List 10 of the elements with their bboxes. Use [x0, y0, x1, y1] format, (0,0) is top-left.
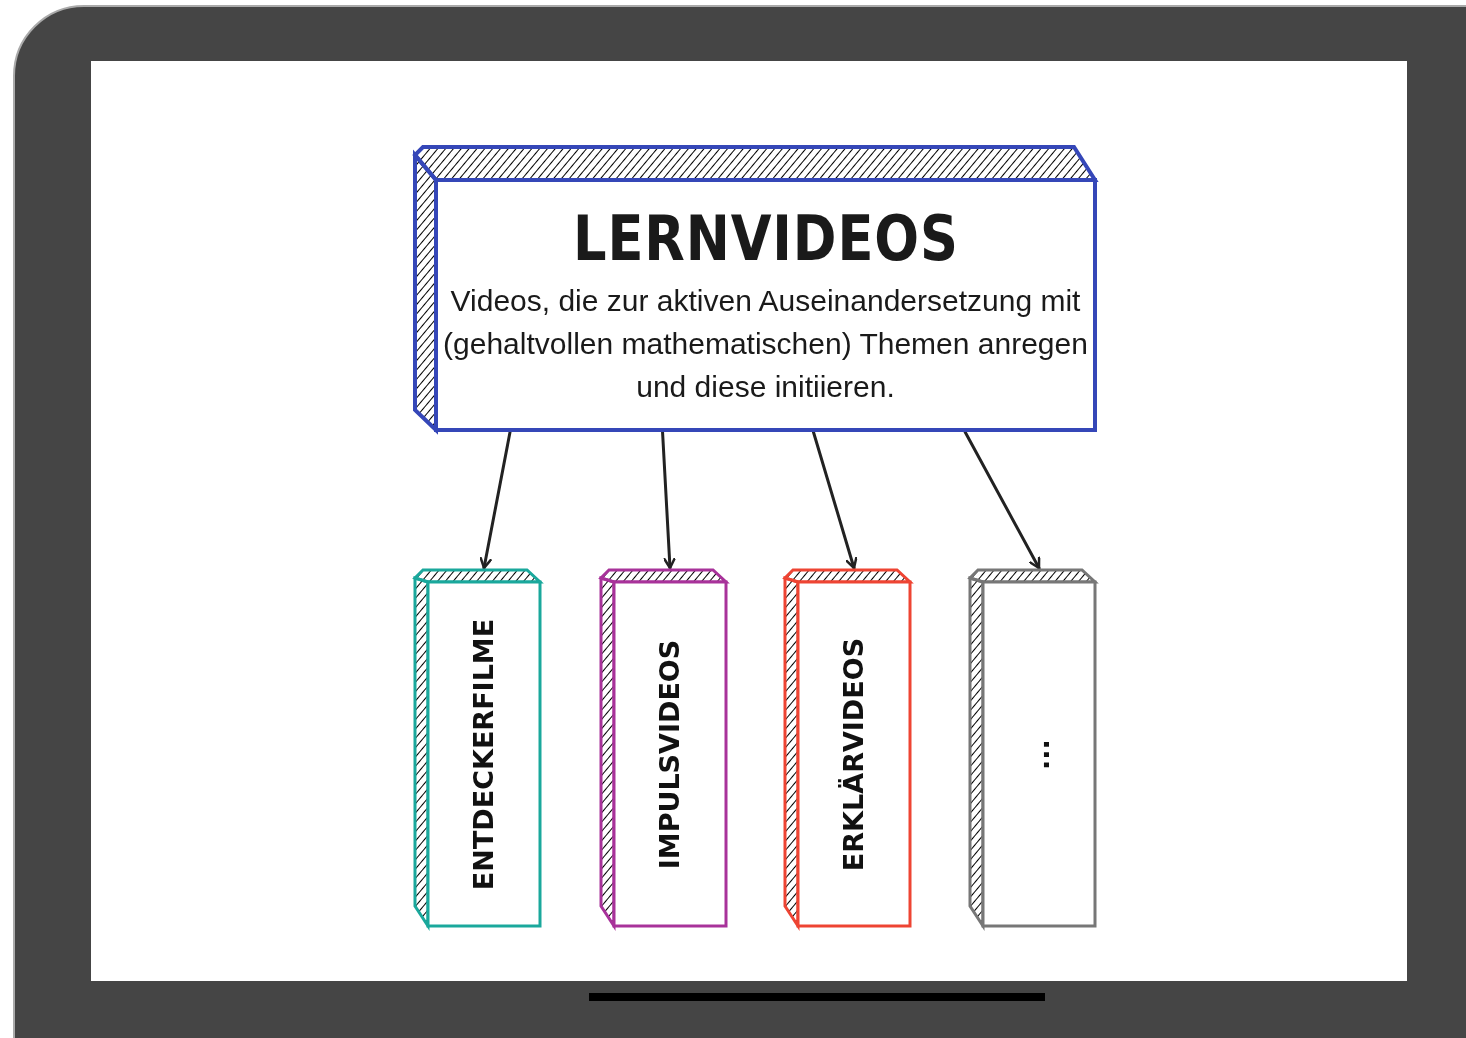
description-text: Videos, die zur aktiven Auseinandersetzung mit (gehaltvollen mathematischen) Themen anregen und diese initiieren.	[442, 283, 1089, 405]
box-label: ENTDECKERFILME	[468, 618, 500, 890]
arrow	[963, 430, 1041, 570]
heading: LERNVIDEOS	[572, 202, 959, 275]
arrow	[811, 430, 858, 570]
box-label: ...	[1023, 738, 1055, 770]
arrow	[479, 430, 512, 570]
arrow	[661, 430, 676, 570]
box-label: IMPULSVIDEOS	[654, 639, 686, 869]
box-label: ERKLÄRVIDEOS	[838, 637, 870, 871]
